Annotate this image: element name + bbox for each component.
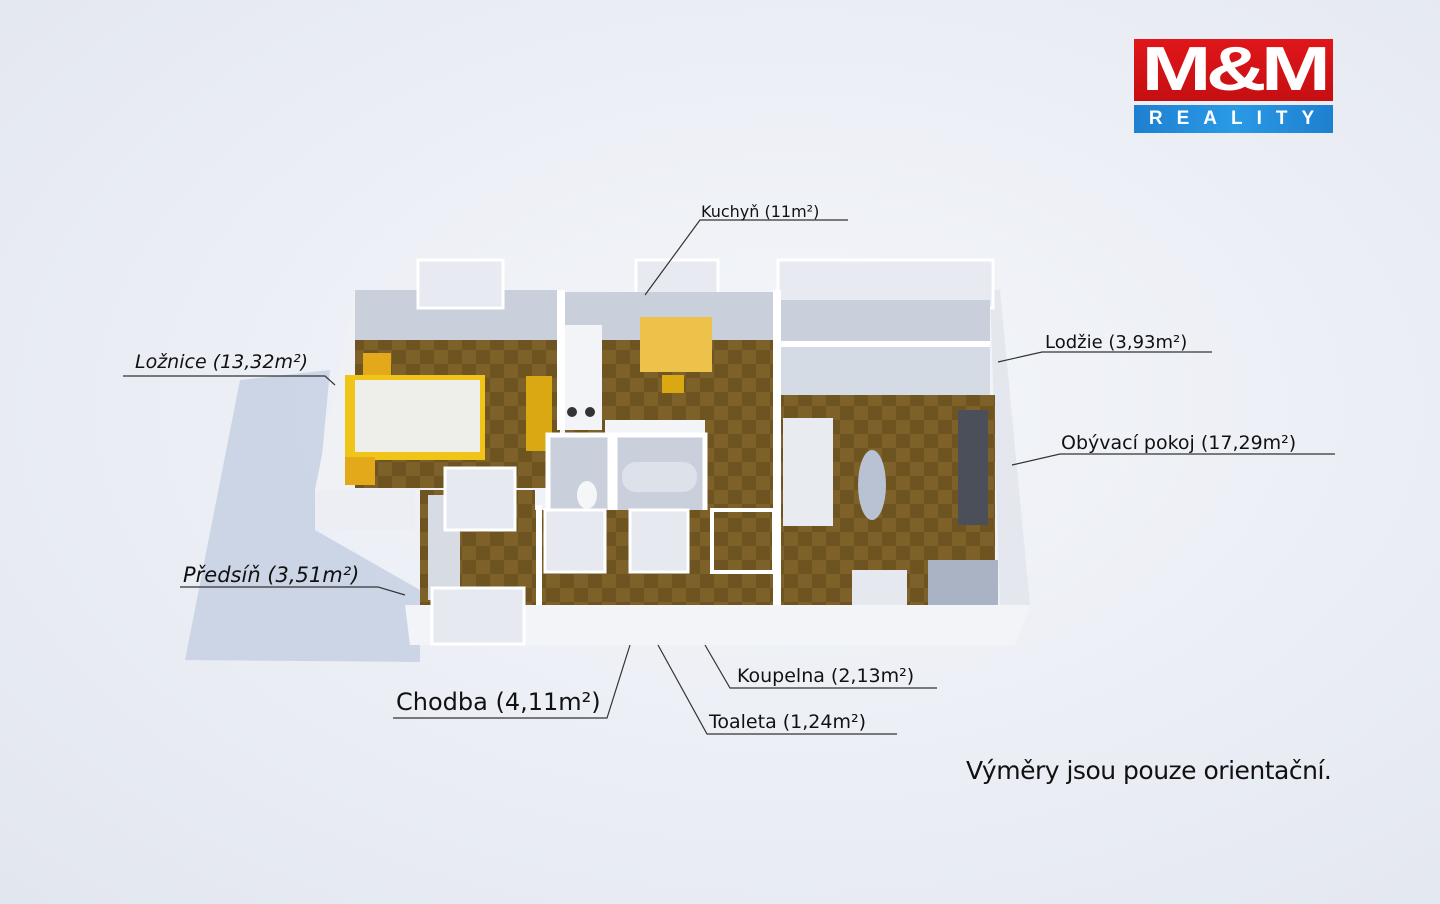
room-chodba [535,508,780,605]
label-obyvaci-pokoj: Obývací pokoj (17,29m²) [1061,432,1297,454]
room-obyvaci [780,345,998,605]
room-loznice [345,290,560,488]
mm-reality-logo: M&M REALITY [1134,39,1333,133]
outer-wall-front [405,605,1030,645]
outer-wall-left-face [315,490,415,530]
label-toaleta: Toaleta (1,24m²) [709,711,867,733]
label-lodzie: Lodžie (3,93m²) [1045,332,1188,353]
outer-wall-right [990,290,1030,605]
label-loznice: Ložnice (13,32m²) [135,351,309,373]
label-chodba: Chodba (4,11m²) [396,688,601,716]
label-kuchyn: Kuchyň (11m²) [701,202,820,221]
room-lodzie [780,300,990,345]
logo-sub: REALITY [1134,105,1333,133]
logo-brand: M&M [1134,39,1333,101]
label-koupelna: Koupelna (2,13m²) [737,665,915,687]
disclaimer: Výměry jsou pouze orientační. [966,756,1332,785]
room-predsin [420,466,535,646]
room-toaleta [545,432,613,518]
leader-lines [123,219,1335,735]
entrance-door [430,586,526,646]
interior-walls [536,290,990,605]
room-koupelna [612,432,708,518]
shadow [185,370,420,662]
label-predsin: Předsíň (3,51m²) [183,563,360,587]
